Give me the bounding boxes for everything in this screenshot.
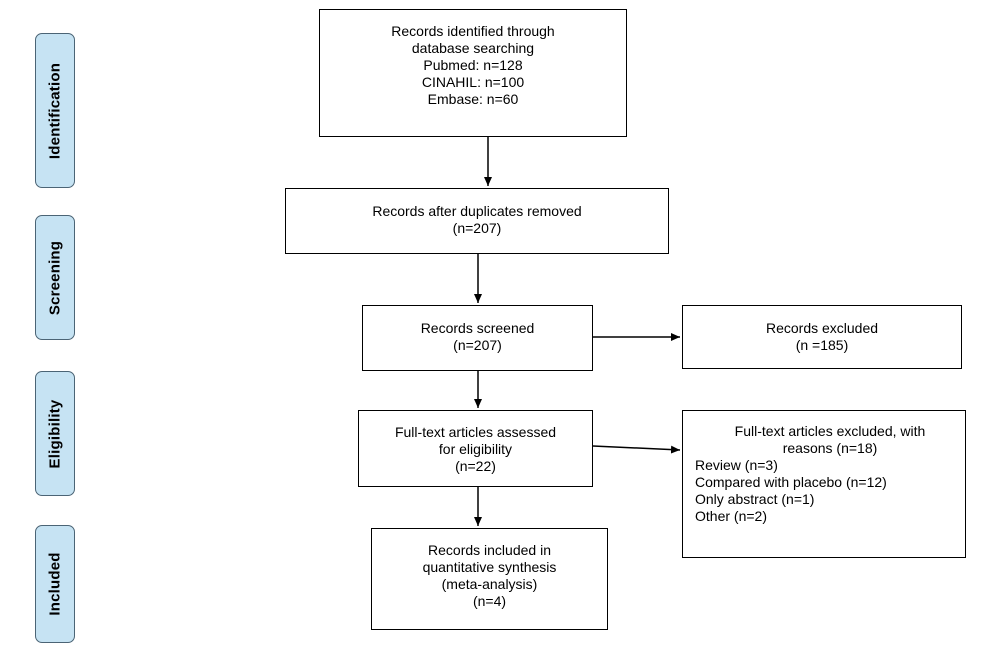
included-line-3: (meta-analysis) xyxy=(441,576,538,592)
box-duplicates-removed: Records after duplicates removed (n=207) xyxy=(285,188,669,254)
fulltext-excluded-head-1: Full-text articles excluded, with xyxy=(734,423,926,439)
stage-included: Included xyxy=(35,525,75,643)
box-records-screened: Records screened (n=207) xyxy=(362,305,593,371)
identified-line-4: CINAHIL: n=100 xyxy=(421,74,525,90)
stage-identification: Identification xyxy=(35,33,75,188)
duplicates-line-2: (n=207) xyxy=(452,220,502,236)
screened-line-2: (n=207) xyxy=(453,337,502,353)
included-line-2: quantitative synthesis xyxy=(422,559,557,575)
identified-line-2: database searching xyxy=(411,40,535,56)
fulltext-assessed-line-1: Full-text articles assessed xyxy=(394,424,557,440)
duplicates-line-1: Records after duplicates removed xyxy=(372,203,582,219)
box-fulltext-excluded: Full-text articles excluded, with reason… xyxy=(682,410,966,558)
fulltext-excluded-head-2: reasons (n=18) xyxy=(782,440,878,456)
fulltext-assessed-line-3: (n=22) xyxy=(455,458,496,474)
identified-line-3: Pubmed: n=128 xyxy=(423,57,523,73)
exclusion-reason-review: Review (n=3) xyxy=(695,457,778,473)
box-records-identified: Records identified through database sear… xyxy=(319,9,627,137)
stage-eligibility: Eligibility xyxy=(35,371,75,496)
included-line-4: (n=4) xyxy=(472,593,507,609)
included-line-1: Records included in xyxy=(428,542,551,558)
screened-line-1: Records screened xyxy=(420,320,535,336)
box-fulltext-assessed: Full-text articles assessed for eligibil… xyxy=(358,410,593,487)
identified-line-1: Records identified through xyxy=(391,23,555,39)
excluded-line-2: (n =185) xyxy=(795,337,849,353)
arrow-fulltext-to-excluded xyxy=(592,445,681,454)
excluded-line-1: Records excluded xyxy=(765,320,879,336)
box-records-excluded: Records excluded (n =185) xyxy=(682,305,962,369)
fulltext-assessed-line-2: for eligibility xyxy=(438,441,513,457)
stage-screening: Screening xyxy=(35,215,75,340)
exclusion-reason-abstract: Only abstract (n=1) xyxy=(695,491,815,507)
box-records-included: Records included in quantitative synthes… xyxy=(371,528,608,630)
identified-line-5: Embase: n=60 xyxy=(427,91,519,107)
exclusion-reason-other: Other (n=2) xyxy=(695,508,767,524)
exclusion-reason-placebo: Compared with placebo (n=12) xyxy=(695,474,887,490)
